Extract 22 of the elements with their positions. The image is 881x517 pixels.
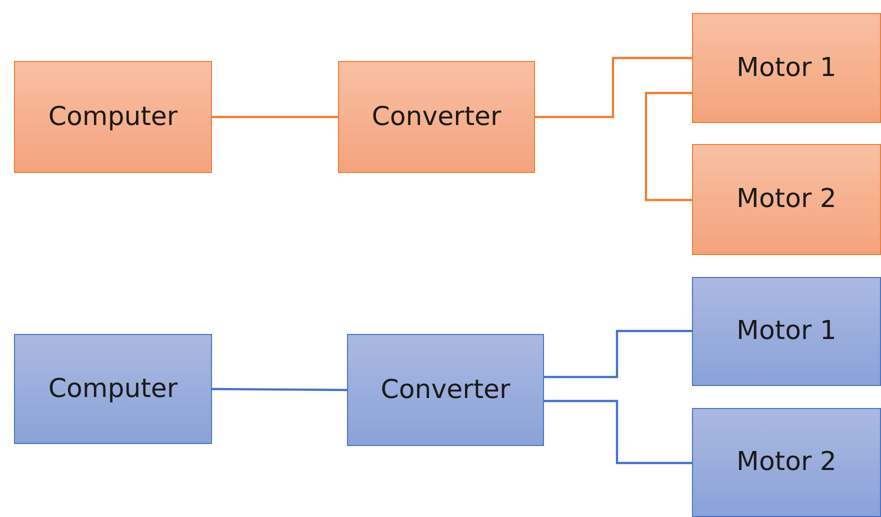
process-box (692, 13, 881, 123)
box-label: Converter (372, 100, 502, 134)
process-box (14, 334, 212, 444)
process-box (14, 61, 212, 173)
box-label: Motor 2 (736, 183, 836, 216)
connector-line (212, 388, 347, 392)
box-label: Motor 1 (736, 315, 836, 348)
connector-line (644, 92, 692, 202)
connector-line (535, 56, 692, 118)
process-box (692, 144, 881, 255)
connector-line (212, 116, 338, 118)
connector-line (544, 400, 692, 464)
box-label: Computer (48, 372, 178, 406)
process-box (692, 277, 881, 386)
process-box (338, 61, 535, 173)
box-label: Computer (48, 100, 178, 134)
process-box (347, 334, 544, 446)
connector-line (544, 330, 692, 378)
process-box (692, 408, 881, 517)
box-label: Motor 2 (736, 446, 836, 479)
box-label: Motor 1 (736, 52, 836, 84)
box-label: Converter (380, 374, 510, 406)
